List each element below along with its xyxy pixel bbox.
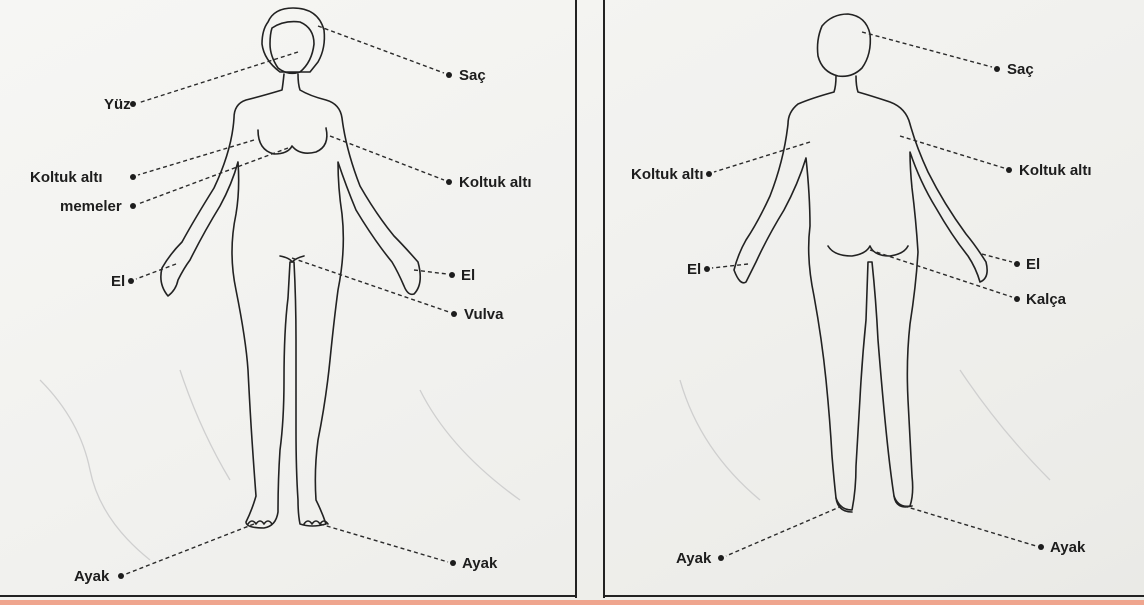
label-back-ayak-right: Ayak (1050, 539, 1086, 556)
label-back-el-left: El (687, 261, 701, 278)
label-front-ayak-left: Ayak (74, 568, 110, 585)
label-back-kalca: Kalça (1026, 291, 1067, 308)
label-front-koltuk-alti-left: Koltuk altı (30, 169, 103, 186)
label-back-ayak-left: Ayak (676, 550, 712, 567)
label-front-yuz: Yüz (104, 96, 131, 113)
label-front-koltuk-alti-right: Koltuk altı (459, 174, 532, 191)
label-back-el-right: El (1026, 256, 1040, 273)
label-back-koltuk-alti-left: Koltuk altı (631, 166, 704, 183)
label-front-vulva: Vulva (464, 306, 504, 323)
label-front-memeler: memeler (60, 198, 122, 215)
label-front-ayak-right: Ayak (462, 555, 498, 572)
label-front-el-right: El (461, 267, 475, 284)
label-back-sac: Saç (1007, 61, 1034, 78)
label-front-el-left: El (111, 273, 125, 290)
label-back-koltuk-alti-right: Koltuk altı (1019, 162, 1092, 179)
label-front-sac: Saç (459, 67, 486, 84)
